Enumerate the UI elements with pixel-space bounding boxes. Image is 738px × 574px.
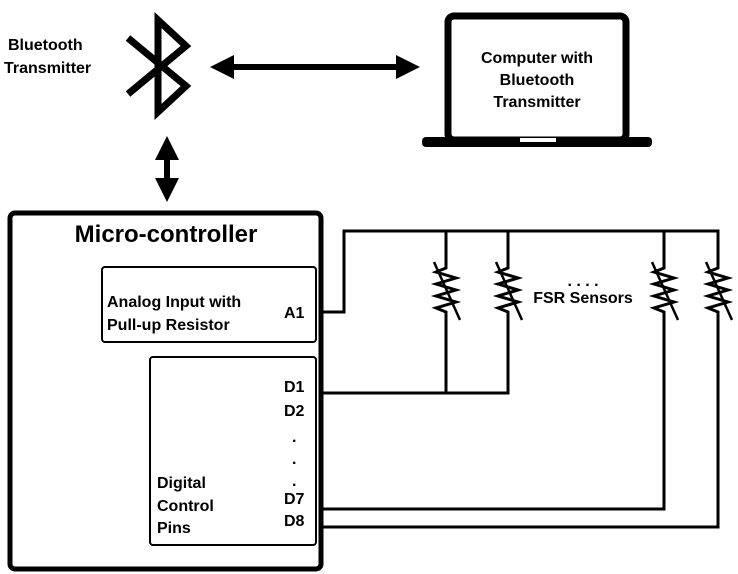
pin-d2-label: D2 [284,403,305,420]
d8-wire-sensor-4 [320,318,720,529]
d7-wire-sensor-3 [320,318,666,511]
fsr-mark-2 [494,261,524,321]
fsr-ellipsis: . . . . [567,273,598,290]
pin-ellipsis-2: . [292,451,296,468]
pin-a1-label: A1 [284,305,305,322]
pin-d8-label: D8 [284,513,305,530]
d1-wire-sensor-1 [320,318,448,395]
fsr-mark-3 [650,261,680,321]
pin-d1-label: D1 [284,379,305,396]
bluetooth-label-line1: Bluetooth [8,37,83,54]
fsr-sensor-4 [702,262,734,320]
fsr-sensors-label: FSR Sensors [533,290,633,307]
fsr-mark-1 [432,261,462,321]
a1-bus-wire [320,229,720,314]
digital-label-line1: Digital [157,475,206,492]
digital-label-line2: Control [157,498,214,515]
bluetooth-label-line2: Transmitter [4,60,91,77]
bluetooth-icon [125,11,192,121]
pin-ellipsis-1: . [292,429,296,446]
computer-label-line3: Transmitter [493,94,580,111]
analog-label-line2: Pull-up Resistor [107,317,230,334]
laptop-icon [422,12,652,147]
fsr-mark-4 [704,261,734,321]
fsr-sensor-3 [648,262,680,320]
fsr-sensor-2 [492,262,524,320]
digital-pins-box [149,356,317,546]
computer-label-line2: Bluetooth [500,72,575,89]
microcontroller-title: Micro-controller [75,221,258,248]
analog-input-box [101,266,317,343]
pin-ellipsis-3: . [292,473,296,490]
computer-label-line1: Computer with [481,50,593,67]
fsr-sensor-1 [430,262,462,320]
digital-label-line3: Pins [157,520,191,537]
pin-d7-label: D7 [284,491,305,508]
d2-wire-sensor-2 [444,318,510,395]
analog-label-line1: Analog Input with [107,294,241,311]
